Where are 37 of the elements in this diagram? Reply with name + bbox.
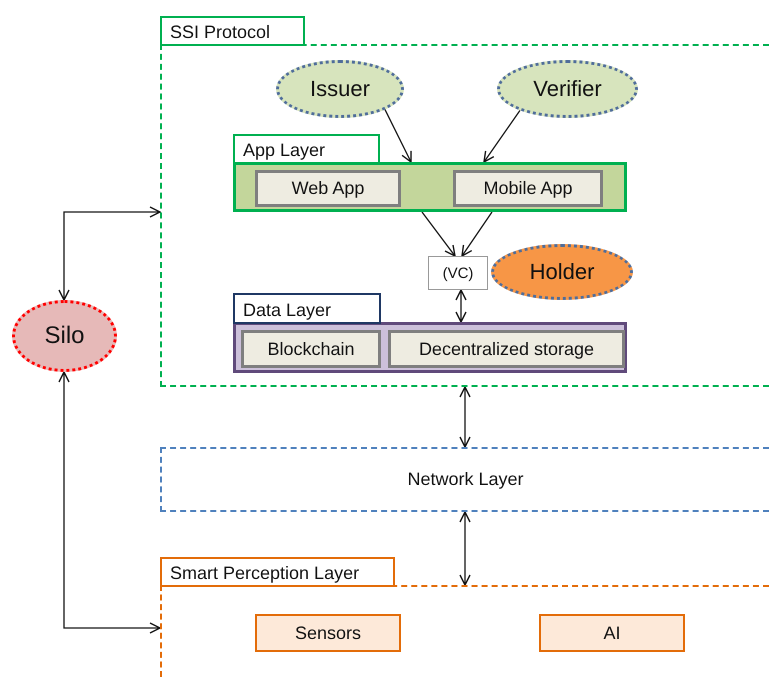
layer-tab: Data Layer	[233, 293, 381, 324]
node-label: Sensors	[294, 622, 362, 644]
layer-label: Network Layer	[407, 469, 524, 490]
layer-frame	[233, 322, 627, 373]
arrow	[58, 371, 161, 634]
module-box	[388, 330, 625, 368]
node-label: Silo	[44, 322, 85, 350]
layer-tab: App Layer	[233, 134, 380, 164]
node-label: Verifier	[533, 76, 602, 102]
layer-frame	[233, 162, 627, 212]
component-box	[539, 614, 685, 652]
module-box	[255, 170, 401, 207]
arrow	[58, 206, 161, 301]
component-box	[255, 614, 401, 652]
node-label: (VC)	[442, 264, 474, 282]
node-label: Web App	[292, 178, 364, 199]
arrow	[483, 110, 521, 163]
arrow	[455, 289, 467, 323]
arrow	[459, 386, 471, 448]
node-label: Blockchain	[267, 338, 355, 360]
module-box	[453, 170, 603, 207]
node-label: Mobile App	[483, 178, 573, 199]
module-box	[241, 330, 381, 368]
arrow	[459, 511, 471, 586]
node-label: Issuer	[310, 76, 370, 102]
layer-tab: SSI Protocol	[160, 16, 305, 46]
layer-frame	[160, 447, 769, 512]
node-label: Decentralized storage	[418, 338, 594, 360]
layer-frame	[160, 585, 769, 677]
layer-tab: Smart Perception Layer	[160, 557, 395, 587]
node-label: Holder	[530, 259, 594, 285]
arrow	[384, 109, 412, 163]
layer-frame	[160, 44, 769, 387]
node-label: AI	[603, 622, 620, 644]
arrow	[421, 212, 456, 257]
credential-box	[428, 256, 488, 290]
arrow	[461, 212, 493, 257]
